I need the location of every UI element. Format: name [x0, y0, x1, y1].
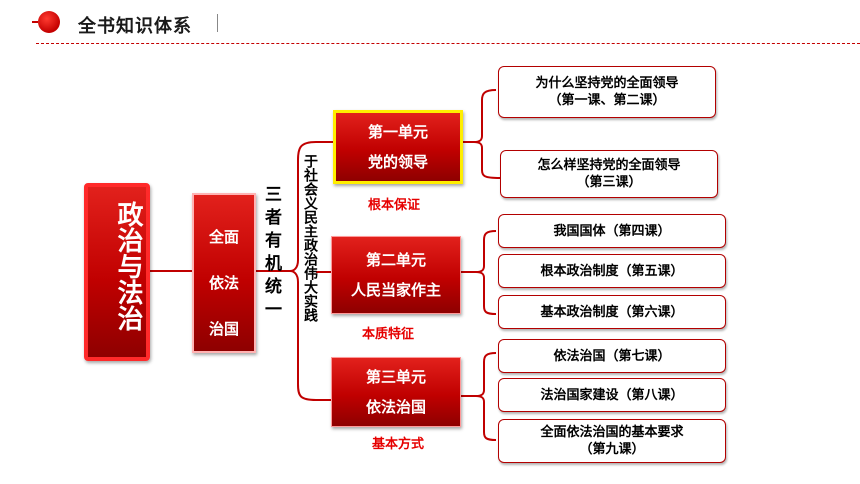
brace-unit2 [475, 230, 497, 315]
leaf-5: 基本政治制度（第六课） [498, 295, 726, 329]
core-line-1: 全面 [208, 228, 239, 246]
root-label: 政治与法治 [113, 201, 143, 331]
leaf-6: 依法治国（第七课） [498, 339, 726, 373]
header-underline [36, 43, 860, 44]
leaf-1: 为什么坚持党的全面领导 （第一课、第二课） [498, 66, 716, 118]
leaf-6-line-1: 依法治国（第七课） [553, 348, 671, 364]
leaf-4-line-1: 根本政治制度（第五课） [540, 263, 684, 279]
leaf-8-line-1: 全面依法治国的基本要求 [540, 425, 684, 440]
unit-1-subtitle: 党的领导 [367, 153, 428, 171]
leaf-8-line-2: （第九课） [579, 442, 645, 457]
leaf-7: 法治国家建设（第八课） [498, 378, 726, 412]
header-dot-icon [32, 11, 60, 33]
brace-main [289, 141, 317, 401]
unity-text: 三者有机统一 [261, 185, 281, 323]
unit-3-caption: 基本方式 [372, 437, 425, 452]
unit-2-box: 第二单元 人民当家作主 [331, 236, 461, 314]
brace-unit3 [475, 352, 497, 441]
purpose-text: 于社会义民主政治伟大实践 [302, 154, 318, 322]
page-title: 全书知识体系 [78, 16, 192, 37]
unit-1-caption: 根本保证 [368, 198, 421, 213]
leaf-3: 我国国体（第四课） [498, 214, 726, 248]
core-node: 全面 依法 治国 [192, 193, 256, 353]
leaf-2-line-2: （第三课） [576, 175, 642, 190]
unit-2-title: 第二单元 [365, 251, 426, 269]
unit-2-caption: 本质特征 [362, 327, 415, 342]
unit-3-title: 第三单元 [365, 368, 426, 386]
leaf-8: 全面依法治国的基本要求 （第九课） [498, 419, 726, 463]
core-line-2: 依法 [208, 274, 239, 292]
brace-unit1 [473, 89, 501, 179]
unit-1-title: 第一单元 [367, 123, 428, 141]
leaf-2: 怎么样坚持党的全面领导 （第三课） [500, 150, 718, 198]
core-line-3: 治国 [208, 320, 239, 338]
leaf-3-line-1: 我国国体（第四课） [553, 223, 671, 239]
unit-2-subtitle: 人民当家作主 [350, 281, 441, 299]
unit-3-box: 第三单元 依法治国 [331, 357, 461, 427]
leaf-1-line-1: 为什么坚持党的全面领导 [535, 76, 679, 91]
leaf-1-line-2: （第一课、第二课） [548, 93, 666, 108]
unit-3-subtitle: 依法治国 [365, 398, 426, 416]
header-divider [217, 14, 218, 32]
leaf-4: 根本政治制度（第五课） [498, 254, 726, 288]
leaf-2-line-1: 怎么样坚持党的全面领导 [537, 158, 681, 173]
leaf-7-line-1: 法治国家建设（第八课） [540, 387, 684, 403]
unit-1-box: 第一单元 党的领导 [333, 110, 463, 184]
leaf-5-line-1: 基本政治制度（第六课） [540, 304, 684, 320]
root-node: 政治与法治 [84, 183, 150, 361]
